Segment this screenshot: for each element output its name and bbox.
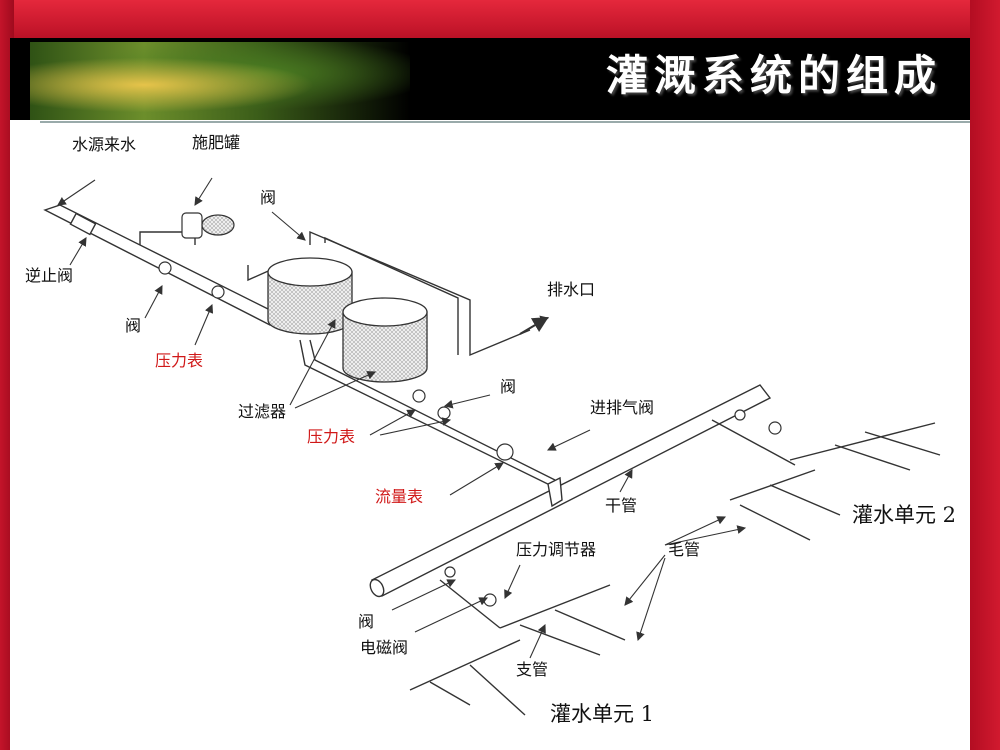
label-check-valve: 逆止阀 bbox=[25, 266, 74, 285]
drain-pipes bbox=[299, 230, 561, 491]
slide-frame-right bbox=[970, 0, 1000, 750]
unit-2-pipes bbox=[711, 419, 941, 541]
main-pipe bbox=[369, 384, 772, 598]
label-drain-outlet: 排水口 bbox=[547, 280, 596, 299]
label-solenoid-valve: 电磁阀 bbox=[360, 638, 409, 657]
unit-1-pipes bbox=[409, 579, 626, 716]
label-main-pipe: 干管 bbox=[605, 496, 638, 515]
label-water-source: 水源来水 bbox=[72, 135, 137, 154]
label-flow-meter: 流量表 bbox=[375, 487, 424, 506]
filter-tanks bbox=[267, 257, 428, 383]
title-rule bbox=[40, 121, 970, 123]
label-pressure-gauge-1: 压力表 bbox=[155, 351, 204, 370]
label-valve-left: 阀 bbox=[125, 316, 142, 335]
label-irrigation-unit-1: 灌水单元 1 bbox=[550, 702, 655, 726]
label-valve-low: 阀 bbox=[358, 612, 375, 631]
label-branch-pipe: 支管 bbox=[516, 660, 549, 679]
label-filter: 过滤器 bbox=[238, 402, 287, 421]
slide-title: 灌溉系统的组成 bbox=[605, 51, 942, 100]
fertilizer-tank-shape bbox=[181, 212, 235, 239]
drain-outlet-arrow bbox=[519, 316, 549, 335]
label-valve-mid: 阀 bbox=[500, 377, 517, 396]
label-irrigation-unit-2: 灌水单元 2 bbox=[852, 503, 957, 527]
label-air-valve: 进排气阀 bbox=[590, 398, 655, 417]
label-valve-upper: 阀 bbox=[260, 188, 277, 207]
content-area bbox=[10, 120, 970, 750]
label-pressure-gauge-2: 压力表 bbox=[307, 427, 356, 446]
header-photo bbox=[30, 42, 410, 120]
label-pressure-regulator: 压力调节器 bbox=[516, 540, 597, 559]
slide-frame-top bbox=[0, 0, 1000, 45]
label-capillary-tube: 毛管 bbox=[668, 540, 701, 559]
label-fertilizer-tank: 施肥罐 bbox=[192, 133, 241, 152]
